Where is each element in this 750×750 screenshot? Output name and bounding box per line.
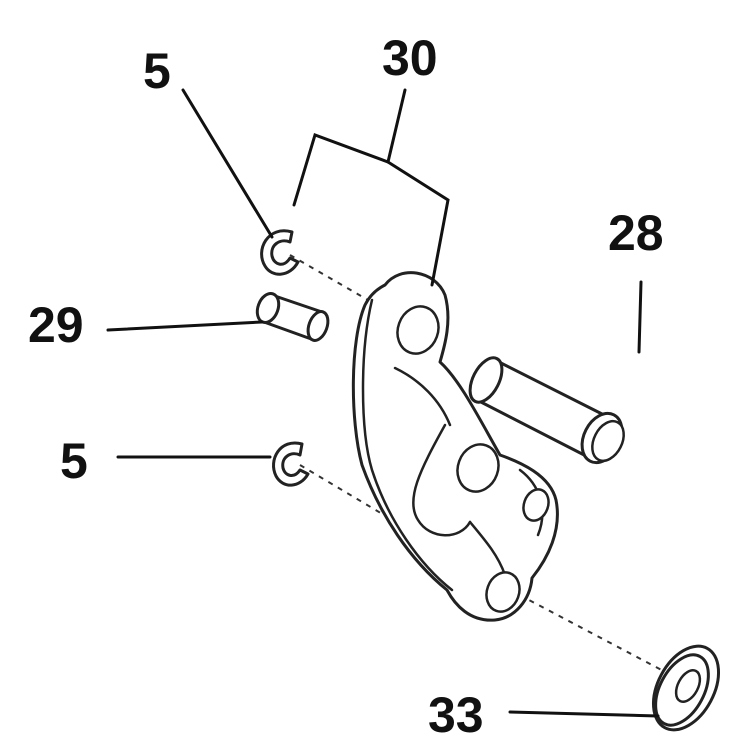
leader-30-right [386,160,450,287]
leader-33 [508,710,660,718]
callout-30: 30 [382,30,438,86]
leader-28 [637,280,643,354]
clip-part-5-bottom [272,441,310,487]
leader-30-left [292,88,407,207]
leader-5-top [181,88,274,239]
dowel-part-29 [255,291,330,342]
callout-33: 33 [428,687,484,743]
callout-5-top: 5 [143,43,171,99]
axis-lower-right [509,589,691,686]
leader-29 [106,320,264,332]
clip-part-5-top [260,229,300,276]
bracket-part-30 [351,271,559,622]
washer-part-33 [651,644,721,732]
leader-lines [106,88,660,718]
callout-28: 28 [608,205,664,261]
pin-part-28 [468,356,625,465]
callout-5-bottom: 5 [60,433,88,489]
callout-29: 29 [28,297,84,353]
callouts: 5 30 28 29 5 33 [28,30,664,743]
